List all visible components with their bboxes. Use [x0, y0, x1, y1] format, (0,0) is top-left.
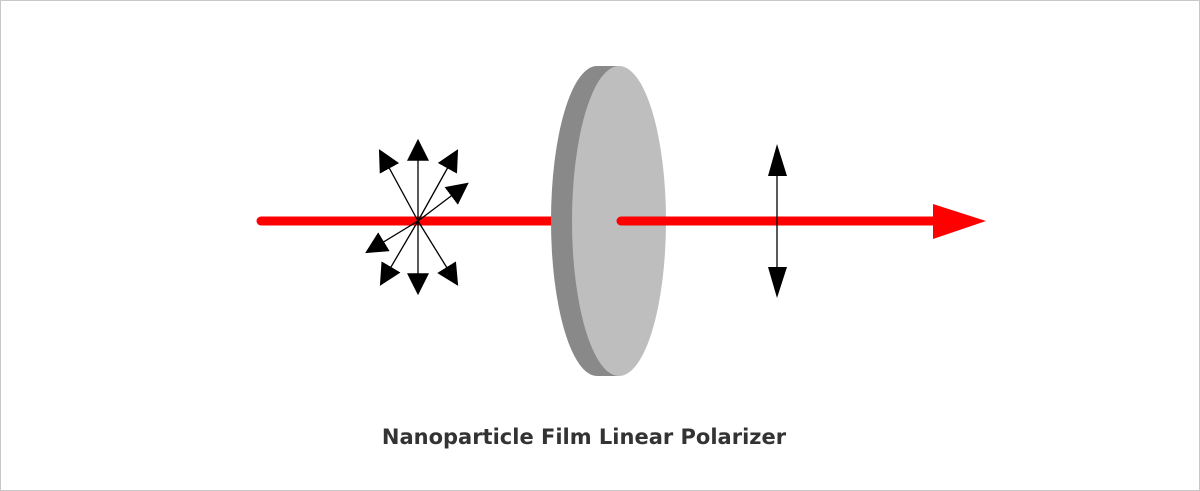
transmitted-beam: [616, 204, 986, 239]
diagram-caption: Nanoparticle Film Linear Polarizer: [381, 425, 787, 449]
vertical-polarization-arrow-icon: [768, 144, 787, 298]
unpolarized-light-arrows-icon: [365, 138, 469, 296]
